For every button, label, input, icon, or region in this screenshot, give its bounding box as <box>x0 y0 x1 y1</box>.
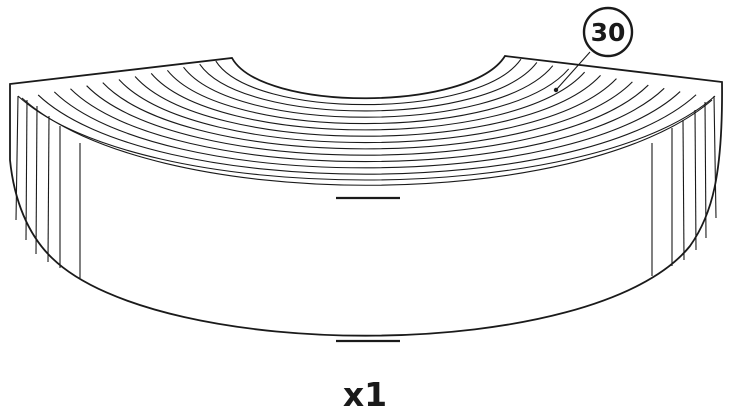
right-side-lines <box>651 95 717 276</box>
top-face-arc <box>102 81 633 150</box>
quantity-label: x1 <box>343 375 387 414</box>
top-face-arcs <box>37 58 697 175</box>
top-face-arc <box>53 91 681 169</box>
top-face-arc <box>134 75 601 137</box>
curved-pillar-part <box>9 51 723 343</box>
top-face-arc <box>166 68 570 125</box>
front-top-edge-inner <box>21 97 713 186</box>
callout-leader-dot <box>553 87 559 93</box>
top-face-arc <box>118 78 617 144</box>
callout-leader-line <box>555 51 591 91</box>
front-top-edge <box>17 95 716 181</box>
left-side-lines <box>15 95 81 278</box>
top-face-arc <box>199 62 538 112</box>
callout-circle <box>582 6 634 58</box>
callout-number: 30 <box>591 18 626 47</box>
top-face-arc <box>150 71 586 131</box>
part-callout: 30 <box>582 6 634 58</box>
top-face-arc <box>37 94 697 175</box>
top-face-arc <box>86 84 649 156</box>
top-face-arc <box>70 87 665 163</box>
top-face-arc <box>183 65 554 118</box>
part-outline <box>9 55 723 337</box>
top-face-arc <box>215 58 522 106</box>
